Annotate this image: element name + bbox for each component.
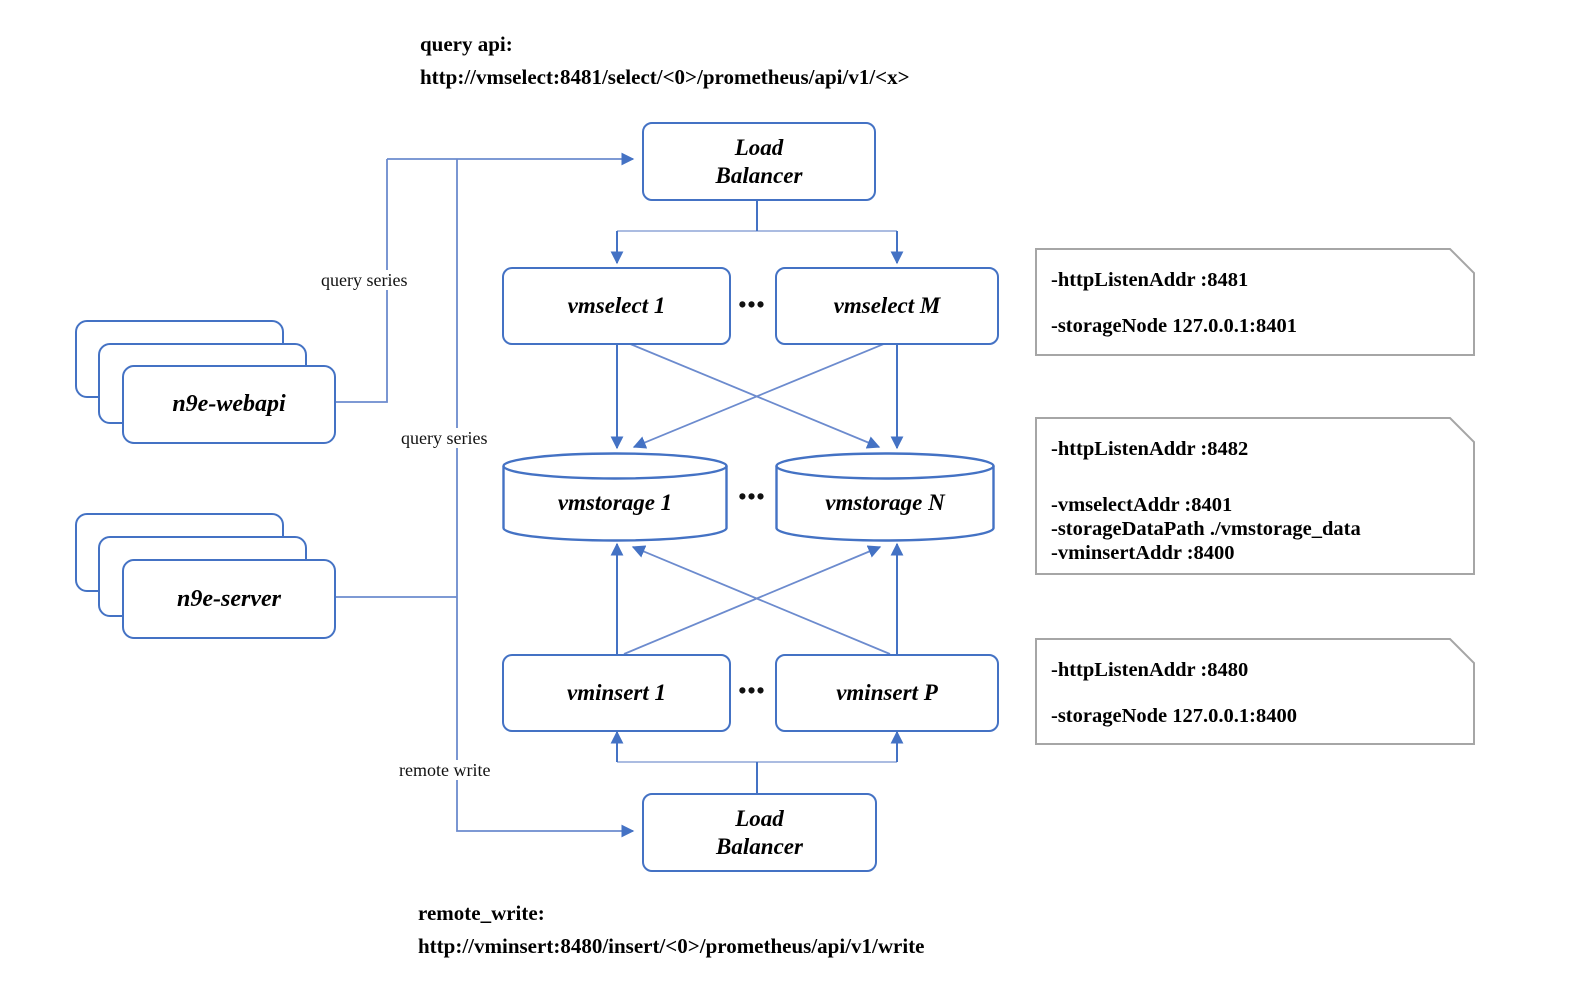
note-line: -storageNode 127.0.0.1:8401 [1051,315,1297,337]
remote-write-title: remote_write: [418,901,545,925]
vminsert-1-label: vminsert 1 [566,680,667,706]
node-vmstorage-1: vmstorage 1 [502,452,728,544]
note-line: -storageDataPath ./vmstorage_data [1051,518,1361,540]
node-n9e-server: n9e-server [122,559,336,639]
note-line: -vmselectAddr :8401 [1051,494,1233,516]
note-line: -storageNode 127.0.0.1:8400 [1051,705,1297,727]
note-shape [1035,638,1475,745]
label-query-api: query api: http://vmselect:8481/select/<… [420,28,910,94]
node-n9e-webapi: n9e-webapi [122,365,336,444]
edge-vminsertp-to-storage1 [631,545,891,655]
note-line: -httpListenAddr :8482 [1051,438,1249,460]
edge-label-remote-write: remote write [396,760,494,780]
label-remote-write-config: remote_write: http://vminsert:8480/inser… [418,897,925,963]
edge-vmselectm-to-storage1 [632,340,892,449]
note-vmstorage-flags: -httpListenAddr :8482 -vmselectAddr :840… [1035,417,1475,575]
note-shape [1035,417,1475,575]
query-api-url: http://vmselect:8481/select/<0>/promethe… [420,65,910,89]
cylinder-icon [775,452,995,542]
note-spacer [1051,682,1463,704]
note-spacer [1051,292,1463,314]
node-load-balancer-bottom: Load Balancer [642,793,877,872]
node-load-balancer-top: Load Balancer [642,122,876,201]
vmstorage-1-label: vmstorage 1 [557,490,673,515]
note-line: -httpListenAddr :8480 [1051,659,1249,681]
n9e-server-label: n9e-server [177,585,281,612]
edge-label-query-series-server: query series [398,428,491,448]
node-vminsert-1: vminsert 1 [502,654,731,732]
vminsert-p-label: vminsert P [836,680,938,706]
remote-write-url: http://vminsert:8480/insert/<0>/promethe… [418,934,925,958]
node-vminsert-p: vminsert P [775,654,999,732]
note-line: -httpListenAddr :8481 [1051,269,1249,291]
vmstorage-n-label: vmstorage N [825,490,945,515]
note-spacer [1051,461,1463,493]
n9e-webapi-label: n9e-webapi [172,391,286,417]
edge-vminsert1-to-storagen [623,545,882,655]
ellipsis-vminsert-row: ••• [738,678,766,703]
node-vmselect-m: vmselect M [775,267,999,345]
note-shape [1035,248,1475,356]
node-vmselect-1: vmselect 1 [502,267,731,345]
note-vminsert-flags: -httpListenAddr :8480 -storageNode 127.0… [1035,638,1475,745]
edge-vmselect1-to-storagen [622,340,881,449]
cylinder-icon [502,452,728,542]
edge-label-query-series-webapi: query series [318,270,411,290]
edge-server-trunk [456,159,635,838]
load-balancer-bottom-label: Load Balancer [716,806,803,859]
query-api-title: query api: [420,32,513,56]
load-balancer-top-label: Load Balancer [715,135,803,188]
node-vmstorage-n: vmstorage N [775,452,995,544]
vmselect-m-label: vmselect M [833,293,941,319]
note-vmselect-flags: -httpListenAddr :8481 -storageNode 127.0… [1035,248,1475,356]
ellipsis-vmstorage-row: ••• [738,484,766,509]
vmselect-1-label: vmselect 1 [567,293,666,319]
note-line: -vminsertAddr :8400 [1051,542,1235,564]
ellipsis-vmselect-row: ••• [738,292,766,317]
edge-webapi-up [332,159,388,403]
